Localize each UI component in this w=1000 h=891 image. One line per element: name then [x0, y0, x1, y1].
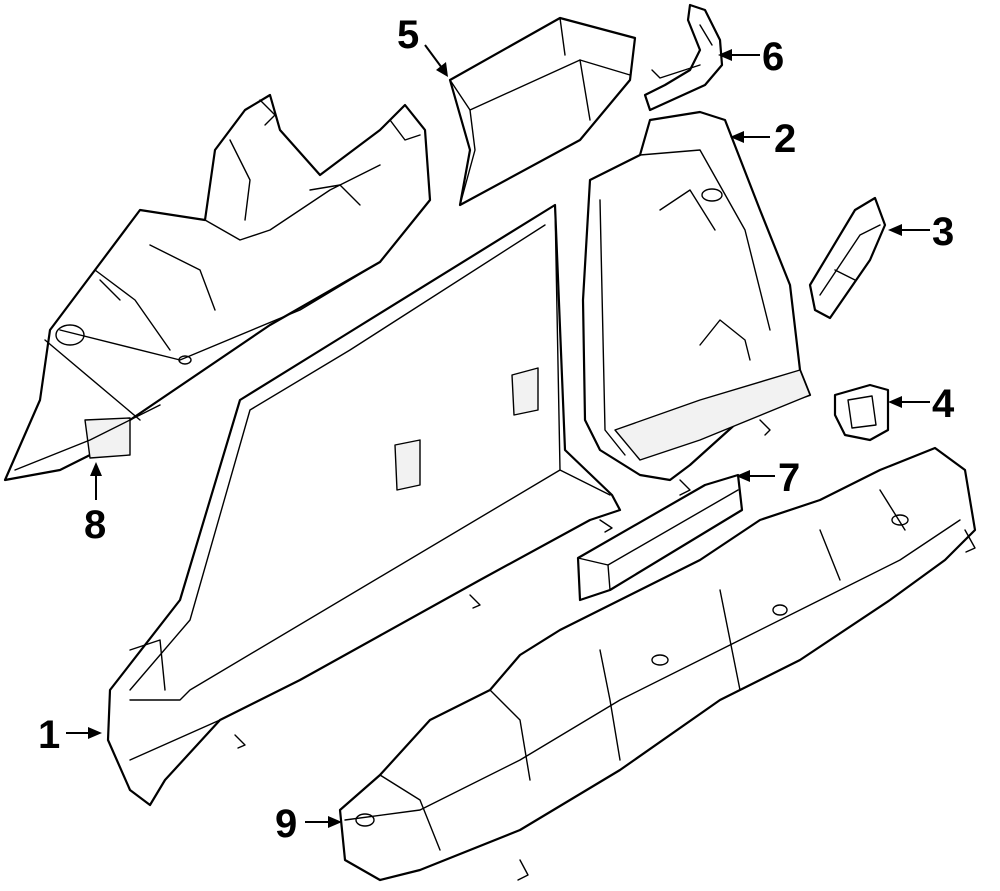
- callout-1: 1: [38, 713, 60, 757]
- callout-7: 7: [778, 456, 800, 500]
- callout-2: 2: [774, 117, 796, 161]
- part-8-upper-quarter-trim: [3, 93, 432, 482]
- part-6-bracket: [643, 3, 724, 112]
- part-7-sill-strip: [576, 473, 744, 602]
- callout-5: 5: [397, 13, 419, 57]
- part-2-side-trim: [581, 110, 812, 496]
- part-3-trim-piece: [808, 196, 887, 320]
- callout-9: 9: [275, 802, 297, 846]
- callout-6: 6: [762, 35, 784, 79]
- part-5-trim-panel: [448, 16, 637, 207]
- part-4-clip: [833, 383, 890, 442]
- part-9-floor-rail: [338, 446, 977, 882]
- callout-3: 3: [932, 210, 954, 254]
- callout-leaders: [66, 44, 930, 828]
- callout-4: 4: [932, 382, 955, 426]
- callout-8: 8: [84, 503, 106, 547]
- part-1-quarter-panel: [106, 203, 622, 807]
